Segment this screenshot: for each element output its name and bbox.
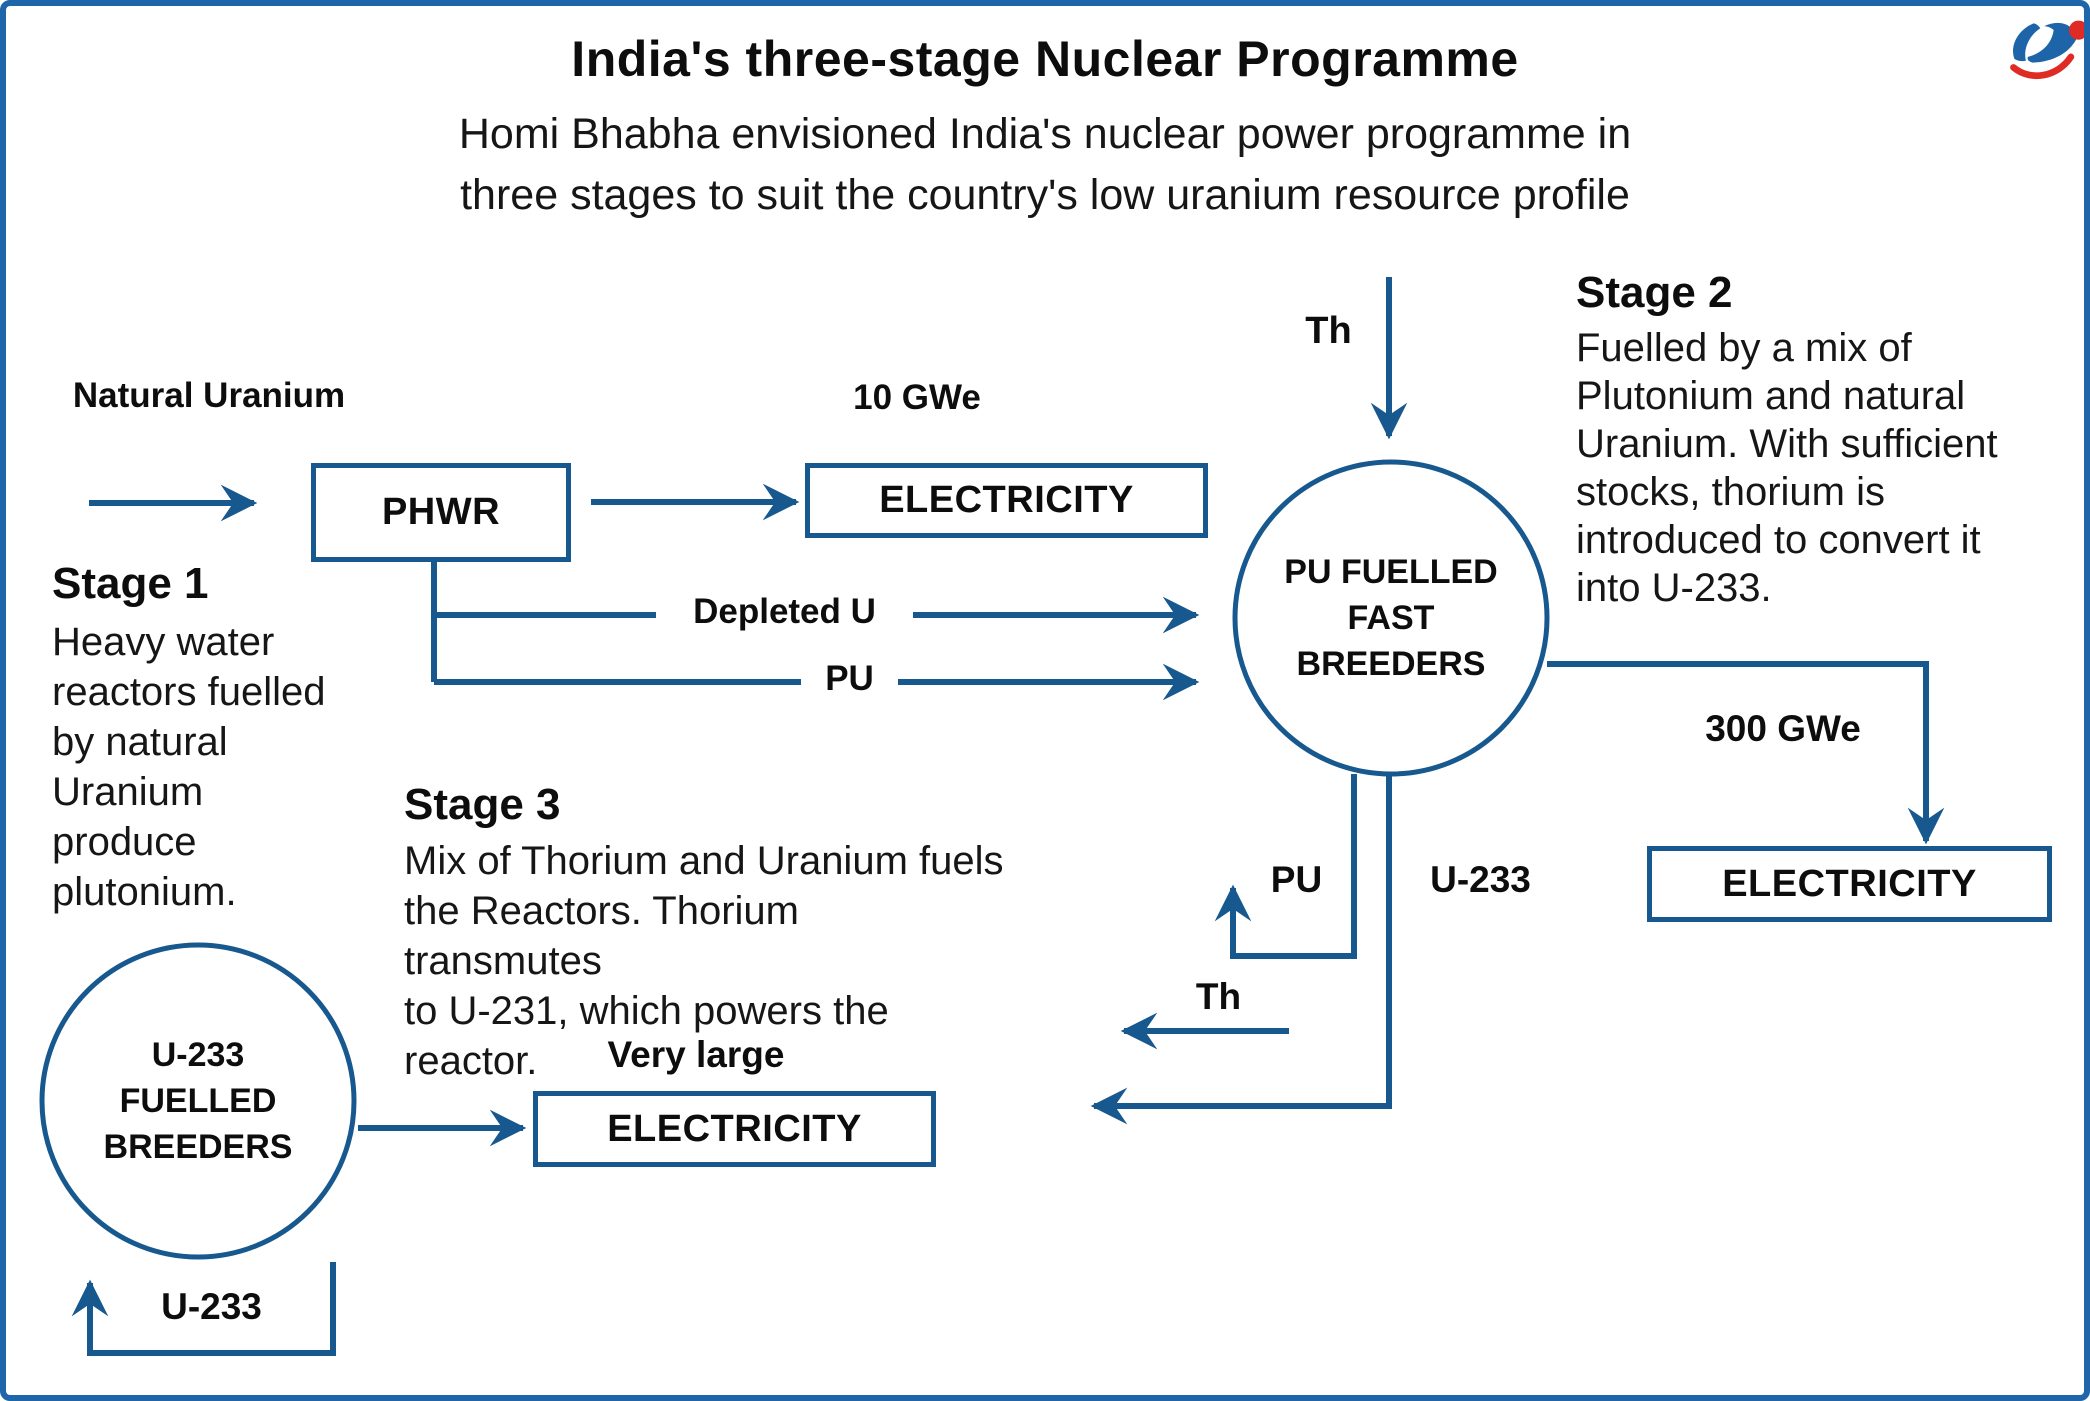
very-large-label: Very large [607,1034,785,1075]
page-title: India's three-stage Nuclear Programme [571,31,1519,87]
stage1-block: Stage 1 Heavy water reactors fuelled by … [52,559,382,917]
stage3-text: Mix of Thorium and Uranium fuels the Rea… [404,839,1004,1083]
pu-breeders-circle-label: PU FUELLED FAST BREEDERS [1284,553,1498,683]
electricity-box-stage3: ELECTRICITY [533,1091,936,1167]
electricity-box-stage2: ELECTRICITY [1647,846,2052,922]
300gwe-label: 300 GWe [1705,708,1861,749]
arrow-breeders-to-electricity-300gwe [1547,661,1945,845]
stage3-heading: Stage 3 [404,780,561,829]
pu-line-label: PU [801,659,898,699]
stage2-text: Fuelled by a mix of Plutonium and natura… [1576,326,1998,610]
stage1-heading: Stage 1 [52,559,209,608]
th-in-label: Th [1305,310,1352,352]
natural-uranium-label: Natural Uranium [72,376,346,415]
electricity-box-stage1: ELECTRICITY [805,463,1208,538]
page-subtitle: Homi Bhabha envisioned India's nuclear p… [458,110,1632,219]
phwr-box: PHWR [311,463,571,562]
stage1-text: Heavy water reactors fuelled by natural … [52,620,326,914]
u233-breeders-circle-label: U-233 FUELLED BREEDERS [103,1036,293,1166]
u233-loop-label: U-233 [161,1286,262,1327]
th-return-label: Th [1195,976,1242,1017]
stage3-block: Stage 3 Mix of Thorium and Uranium fuels… [404,780,1004,1086]
arrow-u233-out [1090,774,1392,1125]
globe-swoosh-logo [2010,20,2084,79]
u233-out-label: U-233 [1430,859,1531,900]
stage2-block: Stage 2 Fuelled by a mix of Plutonium an… [1576,268,2076,612]
depleted-u-label: Depleted U [656,592,913,632]
10gwe-label: 10 GWe [853,378,981,417]
pu-return-label: PU [1270,859,1323,900]
logo-red-dot [2068,20,2084,40]
stage2-heading: Stage 2 [1576,268,1733,317]
